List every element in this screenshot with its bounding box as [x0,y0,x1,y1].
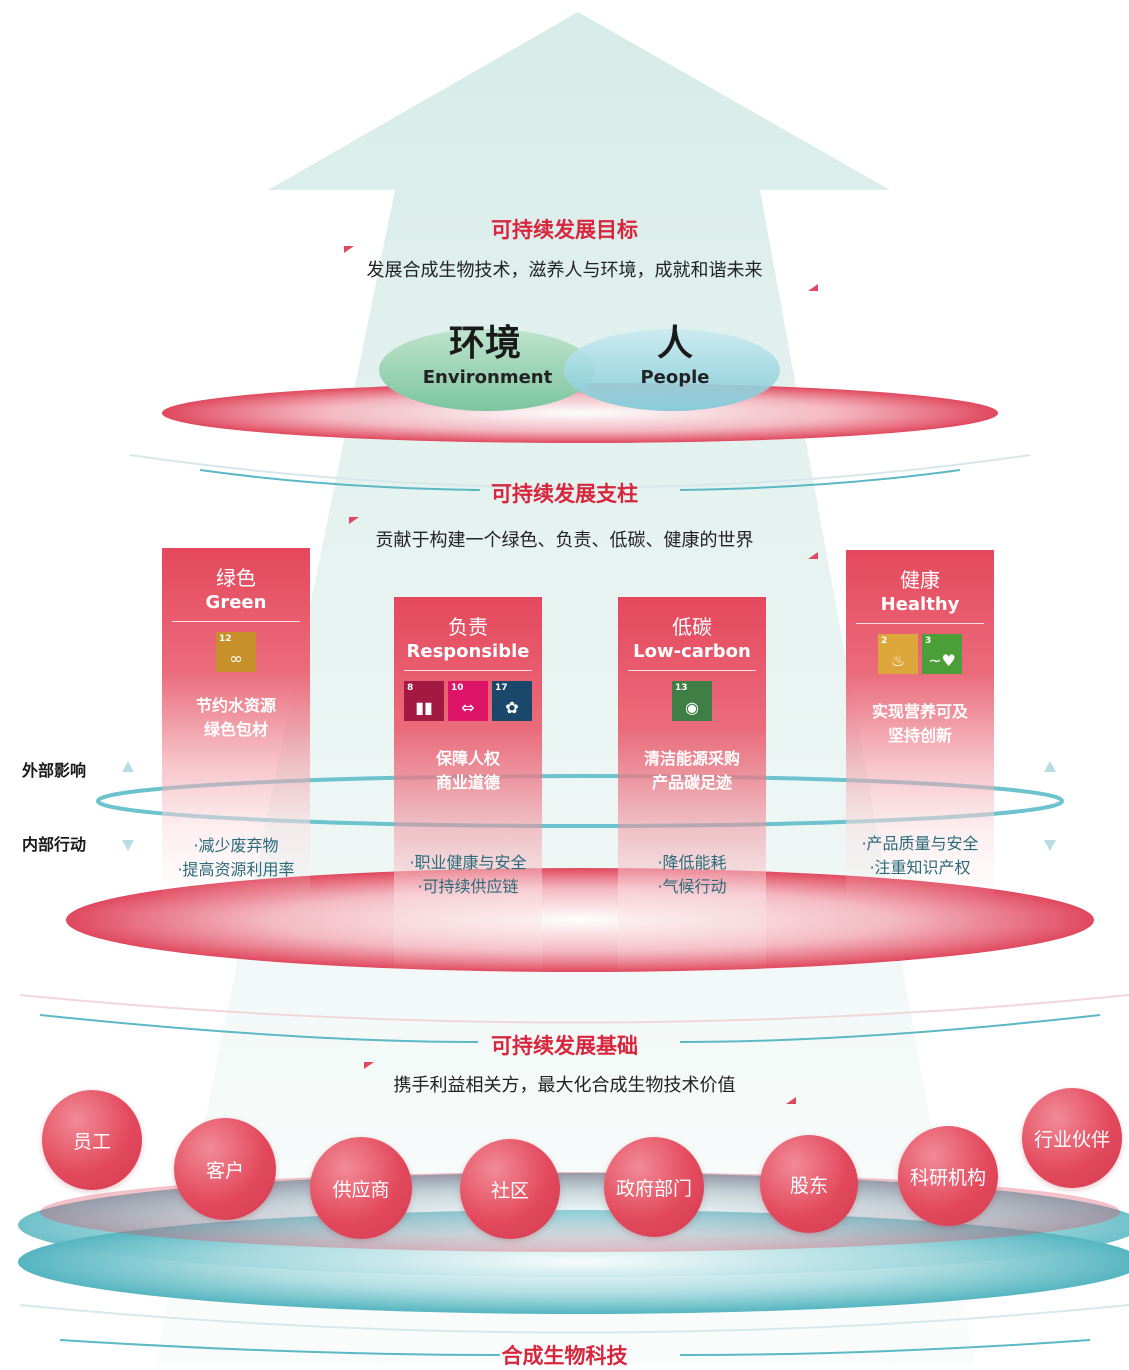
environment-cn: 环境 [448,322,521,364]
sdg-17-icon: 17 ✿ [492,681,532,721]
environment-ellipse [379,329,595,411]
stakeholder-suppliers: 供应商 [310,1137,412,1239]
impact-ring [96,774,1064,828]
pillar-en: Healthy [880,594,960,615]
people-cn: 人 [656,322,693,364]
internal-action-label: 内部行动 [22,835,87,854]
focus-item: 清洁能源采购 [643,749,740,768]
foundation-title: 可持续发展基础 [491,1034,638,1058]
focus-item: 节约水资源 [195,696,276,715]
environment-en: Environment [422,367,553,388]
goal-subtitle: 发展合成生物技术，滋养人与环境，成就和谐未来 [366,260,763,281]
action-item: ·提高资源利用率 [177,860,295,879]
stakeholder-government: 政府部门 [604,1137,704,1237]
pillars-title: 可持续发展支柱 [491,482,638,506]
pillars-subtitle: 贡献于构建一个绿色、负责、低碳、健康的世界 [375,530,754,551]
action-item: ·可持续供应链 [417,877,519,896]
pillar-low-carbon: 低碳 Low-carbon 13 ◉ 清洁能源采购 产品碳足迹 ·降低能耗 ·气… [618,597,766,972]
sdg-8-icon: 8 ▮▮ [404,681,444,721]
pillar-en: Responsible [406,641,530,662]
pillar-cn: 低碳 [672,615,712,639]
people-ellipse [564,329,780,411]
goal-title: 可持续发展目标 [491,218,638,242]
focus-item: 保障人权 [435,749,500,768]
stakeholder-customers: 客户 [174,1118,276,1220]
pillar-en: Low-carbon [633,641,751,662]
goal-disc [162,383,998,443]
action-item: ·减少废弃物 [193,836,279,855]
action-item: ·降低能耗 [657,853,727,872]
pillar-cn: 负责 [448,615,488,639]
pillar-green: 绿色 Green 12 ∞ 节约水资源 绿色包材 ·减少废弃物 ·提高资源利用率 [162,548,310,898]
stakeholder-community: 社区 [460,1139,560,1239]
sdg-10-icon: 10 ⇔ [448,681,488,721]
action-item: ·注重知识产权 [869,858,971,877]
stakeholder-industry-partners: 行业伙伴 [1022,1088,1122,1188]
people-en: People [640,367,710,388]
sdg-12-icon: 12 ∞ [216,632,256,672]
stakeholder-employees: 员工 [42,1090,142,1190]
pillar-en: Green [205,592,267,613]
pillar-responsible: 负责 Responsible 8 ▮▮ 10 ⇔ 17 ✿ 保障人权 商业道德 … [394,597,542,972]
sdg-13-icon: 13 ◉ [672,681,712,721]
stakeholder-shareholders: 股东 [760,1135,858,1233]
focus-item: 实现营养可及 [871,702,968,721]
sdg-2-icon: 2 ♨ [878,634,918,674]
sdg-3-icon: 3 ~♥ [922,634,962,674]
action-item: ·产品质量与安全 [861,834,979,853]
focus-item: 商业道德 [435,773,500,792]
focus-item: 绿色包材 [203,720,268,739]
action-item: ·气候行动 [657,877,727,896]
pillar-cn: 绿色 [216,566,256,590]
pillar-cn: 健康 [900,568,940,592]
technology-title: 合成生物科技 [501,1344,628,1368]
foundation-subtitle: 携手利益相关方，最大化合成生物技术价值 [393,1075,736,1096]
growth-arrow [155,12,975,1365]
pillar-disc [66,868,1094,972]
focus-item: 坚持创新 [887,726,952,745]
external-impact-label: 外部影响 [22,761,87,780]
focus-item: 产品碳足迹 [651,773,732,792]
pillar-healthy: 健康 Healthy 2 ♨ 3 ~♥ 实现营养可及 坚持创新 ·产品质量与安全… [846,550,994,900]
action-item: ·职业健康与安全 [409,853,527,872]
stakeholder-research-institutes: 科研机构 [898,1126,998,1226]
